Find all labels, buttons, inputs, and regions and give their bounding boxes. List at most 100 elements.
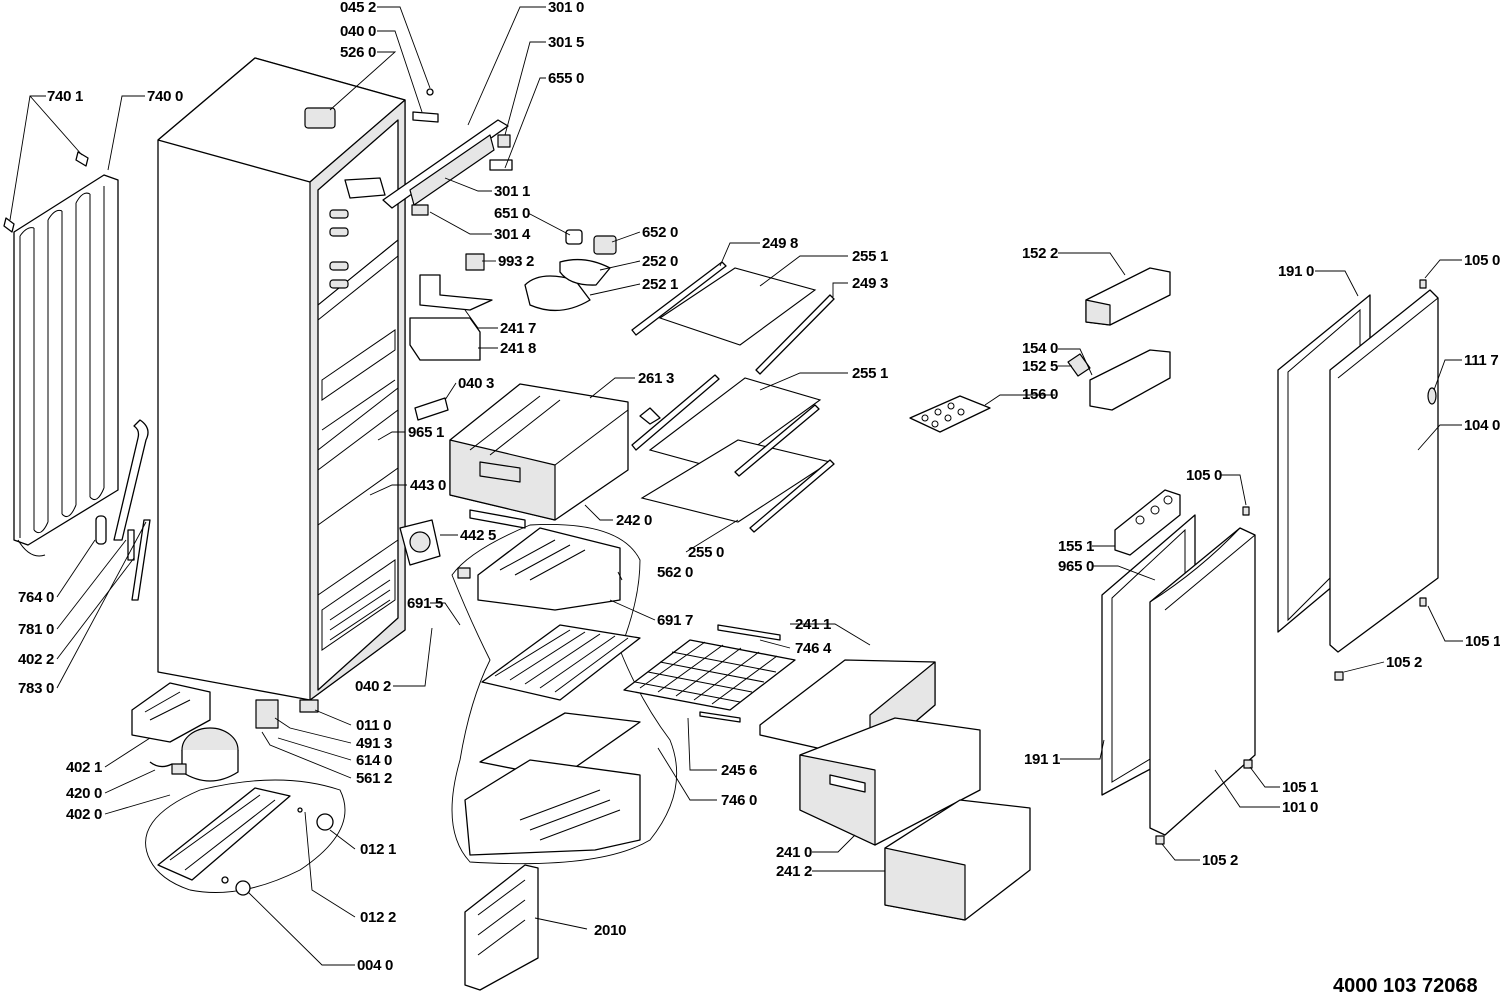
upper-door bbox=[1329, 279, 1439, 681]
label-152-2: 152 2 bbox=[1022, 245, 1058, 262]
fan-motor bbox=[399, 519, 441, 566]
rear-cover bbox=[464, 864, 539, 991]
label-614-0: 614 0 bbox=[356, 752, 392, 769]
door-bin-middle bbox=[1067, 349, 1171, 411]
evaporator-cover bbox=[457, 527, 621, 611]
label-245-6: 245 6 bbox=[721, 762, 757, 779]
door-handle-icon bbox=[1427, 387, 1437, 405]
label-105-0-mid: 105 0 bbox=[1186, 467, 1222, 484]
evaporator bbox=[481, 624, 641, 701]
glass-shelf-upper bbox=[631, 261, 835, 375]
label-740-0: 740 0 bbox=[147, 88, 183, 105]
label-764-0: 764 0 bbox=[18, 589, 54, 606]
label-491-3: 491 3 bbox=[356, 735, 392, 752]
label-420-0: 420 0 bbox=[66, 785, 102, 802]
label-156-0: 156 0 bbox=[1022, 386, 1058, 403]
label-746-0: 746 0 bbox=[721, 792, 757, 809]
leader-lines bbox=[9, 6, 1463, 966]
drip-tray bbox=[131, 682, 211, 743]
label-691-7: 691 7 bbox=[657, 612, 693, 629]
washer-icon bbox=[221, 876, 229, 884]
label-442-5: 442 5 bbox=[460, 527, 496, 544]
door-bin-upper bbox=[1085, 267, 1171, 326]
label-011-0: 011 0 bbox=[356, 717, 391, 734]
label-781-0: 781 0 bbox=[18, 621, 54, 638]
label-241-2: 241 2 bbox=[776, 863, 812, 880]
light-cover bbox=[524, 258, 611, 312]
label-191-1: 191 1 bbox=[1024, 751, 1060, 768]
compressor-base-plate bbox=[157, 787, 291, 881]
compressor bbox=[171, 727, 239, 782]
label-255-0: 255 0 bbox=[688, 544, 724, 561]
label-261-3: 261 3 bbox=[638, 370, 674, 387]
label-152-5: 152 5 bbox=[1022, 358, 1058, 375]
wire-shelf bbox=[623, 624, 796, 723]
hinge-pin-icon bbox=[1419, 597, 1427, 607]
label-252-0: 252 0 bbox=[642, 253, 678, 270]
document-number: 4000 103 72068 bbox=[1333, 975, 1478, 997]
label-965-0: 965 0 bbox=[1058, 558, 1094, 575]
label-040-2: 040 2 bbox=[355, 678, 391, 695]
label-965-1: 965 1 bbox=[408, 424, 444, 441]
control-panel bbox=[382, 119, 513, 216]
label-040-0: 040 0 bbox=[340, 23, 376, 40]
rail-clip-icon bbox=[639, 407, 661, 425]
label-242-0: 242 0 bbox=[616, 512, 652, 529]
label-301-0: 301 0 bbox=[548, 0, 584, 16]
freezer-drawer-bottom bbox=[884, 799, 1031, 921]
label-004-0: 004 0 bbox=[357, 957, 393, 974]
label-040-3: 040 3 bbox=[458, 375, 494, 392]
label-651-0: 651 0 bbox=[494, 205, 530, 222]
label-155-1: 155 1 bbox=[1058, 538, 1094, 555]
freezer-housing bbox=[464, 712, 641, 856]
label-652-0: 652 0 bbox=[642, 224, 678, 241]
condenser-coil bbox=[13, 174, 119, 557]
label-249-8: 249 8 bbox=[762, 235, 798, 252]
label-241-7: 241 7 bbox=[500, 320, 536, 337]
label-783-0: 783 0 bbox=[18, 680, 54, 697]
label-252-1: 252 1 bbox=[642, 276, 678, 293]
label-045-2: 045 2 bbox=[340, 0, 376, 16]
thermostat-knob bbox=[465, 229, 617, 271]
label-012-2: 012 2 bbox=[360, 909, 396, 926]
label-740-1: 740 1 bbox=[47, 88, 83, 105]
label-402-0: 402 0 bbox=[66, 806, 102, 823]
freezer-assembly-outline bbox=[451, 524, 678, 865]
pin-icon bbox=[297, 807, 303, 813]
label-402-1: 402 1 bbox=[66, 759, 102, 776]
freezer-drawer-middle bbox=[799, 717, 981, 846]
compressor-plate-outline bbox=[145, 779, 346, 893]
screw-icon bbox=[235, 880, 251, 896]
label-301-4: 301 4 bbox=[494, 226, 531, 243]
lower-door bbox=[1149, 506, 1256, 845]
relay-box bbox=[149, 699, 279, 768]
dairy-compartment bbox=[1114, 489, 1181, 556]
air-duct bbox=[409, 274, 493, 361]
label-104-0: 104 0 bbox=[1464, 417, 1500, 434]
bracket-icon bbox=[414, 397, 449, 421]
label-655-0: 655 0 bbox=[548, 70, 584, 87]
label-105-2-bottom: 105 2 bbox=[1202, 852, 1238, 869]
label-154-0: 154 0 bbox=[1022, 340, 1058, 357]
label-691-5: 691 5 bbox=[407, 595, 443, 612]
label-255-1-top: 255 1 bbox=[852, 248, 888, 265]
hinge-bushing-icon bbox=[1334, 671, 1344, 681]
label-241-8: 241 8 bbox=[500, 340, 536, 357]
label-105-2-top: 105 2 bbox=[1386, 654, 1422, 671]
label-561-2: 561 2 bbox=[356, 770, 392, 787]
drawer-rail bbox=[469, 509, 526, 529]
label-746-4: 746 4 bbox=[795, 640, 832, 657]
crisper-drawer bbox=[449, 383, 629, 521]
label-241-0: 241 0 bbox=[776, 844, 812, 861]
callout-labels: 045 2 040 0 526 0 301 0 301 5 655 0 740 … bbox=[18, 0, 1500, 974]
label-105-1-top: 105 1 bbox=[1465, 633, 1500, 650]
refrigerator-cabinet bbox=[157, 57, 406, 713]
label-255-1-mid: 255 1 bbox=[852, 365, 888, 382]
label-402-2: 402 2 bbox=[18, 651, 54, 668]
egg-tray bbox=[909, 395, 991, 433]
label-301-5: 301 5 bbox=[548, 34, 584, 51]
label-993-2: 993 2 bbox=[498, 253, 534, 270]
label-111-7: 111 7 bbox=[1464, 352, 1498, 369]
label-443-0: 443 0 bbox=[410, 477, 446, 494]
